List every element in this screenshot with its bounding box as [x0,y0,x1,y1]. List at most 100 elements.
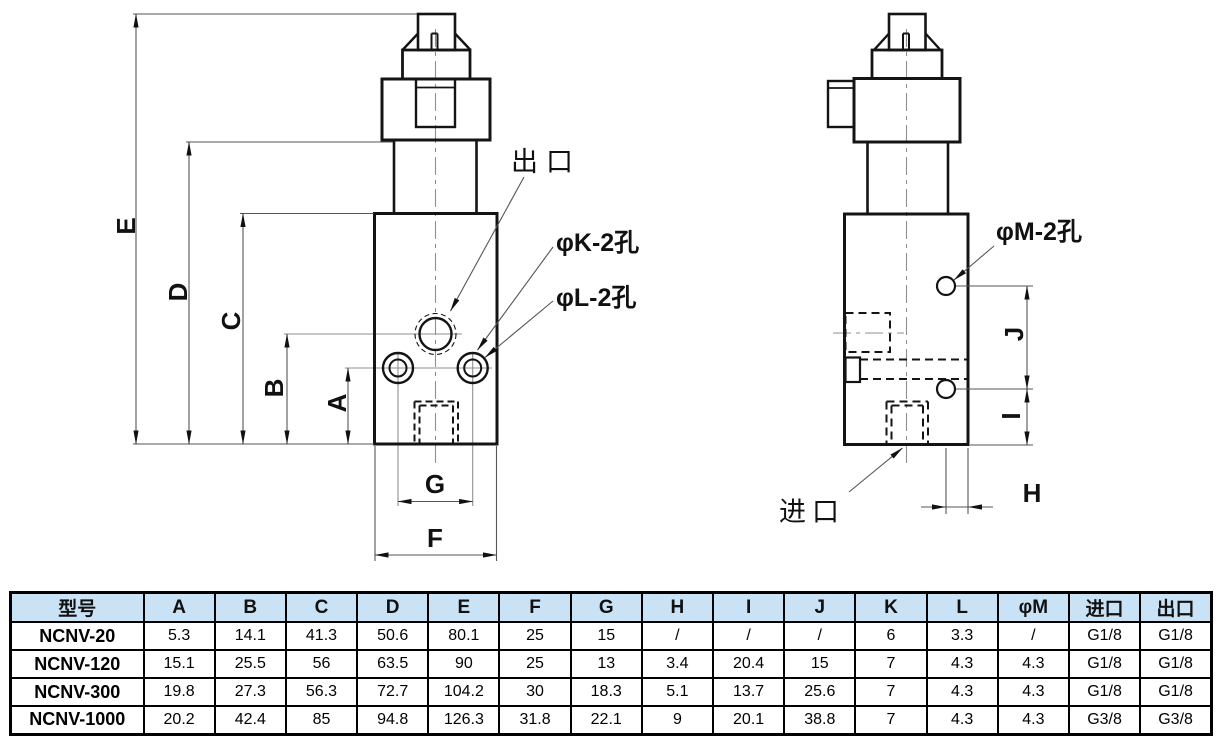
table-row: NCNV-1000 20.2 42.4 85 94.8 126.3 31.8 2… [9,705,1213,735]
mount-hole-left-outer [381,351,415,385]
front-holes [381,312,489,385]
hole-l-leader [484,300,554,358]
cell: G3/8 [1139,705,1213,735]
col-header-a: A [142,591,216,623]
outlet-leader [450,176,525,312]
mount-hole-left-inner [388,358,408,378]
cell: 7 [854,705,928,735]
cell: 4.3 [925,705,999,735]
cell: 13 [569,649,643,679]
cell: G1/8 [1139,621,1213,651]
mount-hole-right-inner [463,358,483,378]
cell: / [783,621,857,651]
side-view: φM-2孔 进口 J I H [779,12,1082,528]
cell: 18.3 [569,677,643,707]
inlet-label: 进口 [779,497,845,528]
col-header-g: G [569,591,643,623]
table-header-row: 型号 A B C D E F G H I J K L φM 进口 出口 [9,591,1213,623]
hole-l-label: φL-2孔 [556,284,636,312]
cell: 63.5 [356,649,430,679]
cell: 126.3 [427,705,501,735]
technical-drawing: 出口 φK-2孔 φL-2孔 E D C B A G F [111,12,1082,561]
model-cell: NCNV-20 [9,621,145,651]
cell: 4.3 [996,677,1070,707]
col-header-b: B [213,591,287,623]
col-header-f: F [498,591,572,623]
hole-k-label: φK-2孔 [556,229,639,257]
cell: 85 [284,705,359,735]
cell: G1/8 [1067,649,1142,679]
front-view: 出口 φK-2孔 φL-2孔 E D C B A G F [111,12,639,561]
hole-m-leader [953,245,995,281]
cell: 20.1 [711,705,786,735]
cell: G1/8 [1139,677,1213,707]
cell: 5.3 [142,621,216,651]
cell: / [996,621,1070,651]
side-hidden-features [844,312,968,445]
front-dimensions [133,13,498,561]
dim-label-c: C [216,311,246,330]
hole-k-leader [477,246,554,351]
cell: 4.3 [996,649,1070,679]
col-header-j: J [783,591,857,623]
dim-label-a: A [322,393,352,412]
mount-hole-right-outer [456,351,489,385]
col-header-i: I [711,591,786,623]
side-dimensions [921,285,1033,514]
cell: 25.5 [213,649,287,679]
cell: / [640,621,715,651]
front-leaders [450,176,554,358]
cell: 7 [854,649,928,679]
cell: 56.3 [284,677,359,707]
cell: 38.8 [783,705,857,735]
col-header-d: D [356,591,430,623]
side-tab [826,79,856,129]
cell: 19.8 [142,677,216,707]
cell: G1/8 [1067,621,1142,651]
cell: 14.1 [213,621,287,651]
dim-label-d: D [163,283,193,302]
dim-label-f: F [427,523,443,553]
side-port-boss [844,356,862,384]
cell: 42.4 [213,705,287,735]
col-header-e: E [427,591,501,623]
cell: 4.3 [996,705,1070,735]
front-outline [373,12,499,446]
hole-m-label: φM-2孔 [996,218,1082,246]
col-header-k: K [854,591,928,623]
cell: 7 [854,677,928,707]
cell: 6 [854,621,928,651]
dim-label-b: B [259,379,289,398]
cell: 15 [569,621,643,651]
cell: 94.8 [356,705,430,735]
model-cell: NCNV-1000 [9,705,145,735]
cell: 25 [498,649,572,679]
front-center-lines [284,29,492,506]
cell: 25.6 [783,677,857,707]
cell: 80.1 [427,621,501,651]
cell: G3/8 [1067,705,1142,735]
cell: 9 [640,705,715,735]
cell: 13.7 [711,677,786,707]
cell: 41.3 [284,621,359,651]
table-row: NCNV-120 15.1 25.5 56 63.5 90 25 13 3.4 … [9,649,1213,679]
col-header-l: L [925,591,999,623]
cell: 31.8 [498,705,572,735]
cell: 104.2 [427,677,501,707]
col-header-h: H [640,591,715,623]
cell: 90 [427,649,501,679]
outlet-label: 出口 [511,147,581,178]
cell: 20.2 [142,705,216,735]
cell: 4.3 [925,677,999,707]
col-header-model: 型号 [9,591,145,623]
col-header-outlet: 出口 [1139,591,1213,623]
spec-table: 型号 A B C D E F G H I J K L φM 进口 出口 NCNV… [9,591,1213,736]
outlet-circle [418,316,453,352]
inlet-leader [848,447,903,493]
cell: G1/8 [1067,677,1142,707]
table-row: NCNV-20 5.3 14.1 41.3 50.6 80.1 25 15 / … [9,621,1213,651]
model-cell: NCNV-120 [9,649,145,679]
cell: 20.4 [711,649,786,679]
cell: 50.6 [356,621,430,651]
